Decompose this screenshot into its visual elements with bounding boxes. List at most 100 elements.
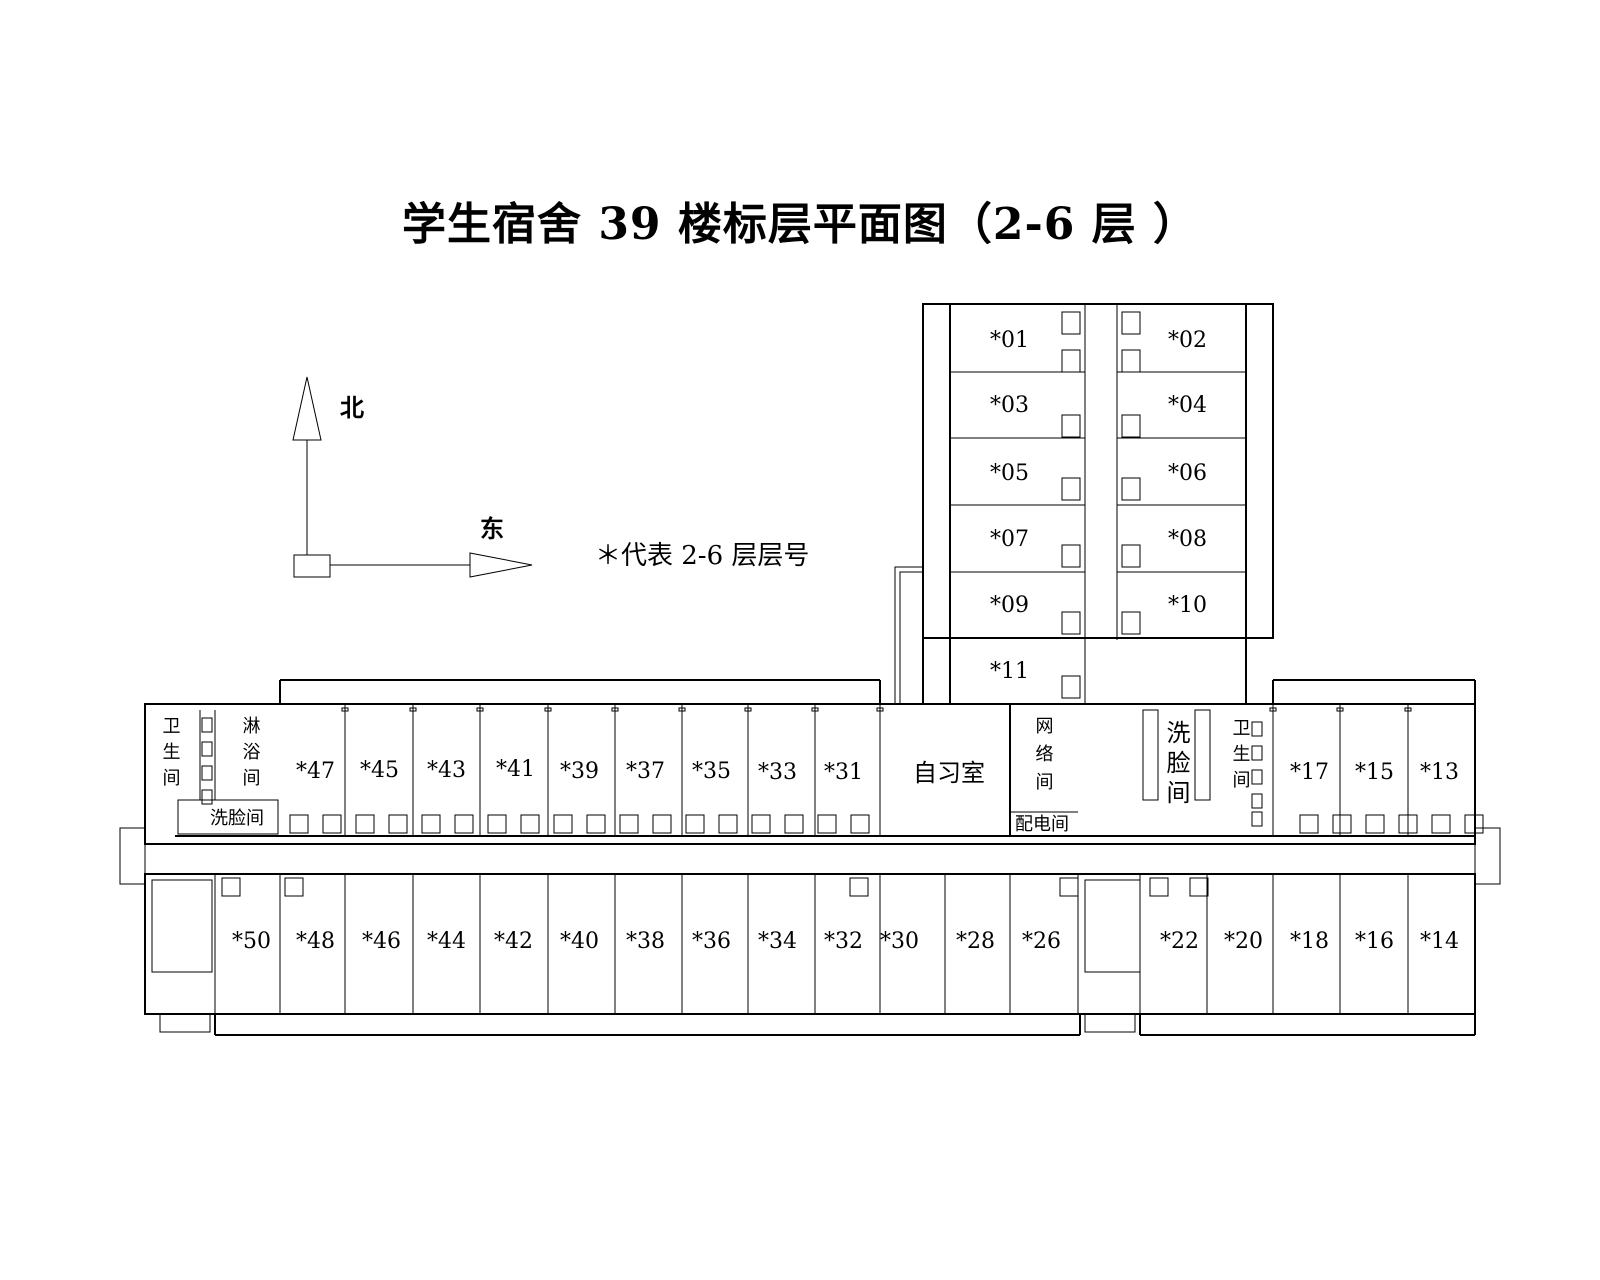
wall-cap — [611, 707, 619, 712]
wardrobe-icon — [1061, 349, 1081, 373]
room-label: *36 — [692, 929, 731, 954]
room-label: *47 — [296, 759, 335, 784]
desk-icon — [221, 877, 241, 897]
room-label: *50 — [232, 929, 271, 954]
room-label: *40 — [560, 929, 599, 954]
room-label: *14 — [1420, 929, 1459, 954]
main-partitions — [214, 704, 1412, 1014]
wall-cap — [1269, 707, 1277, 712]
toilet-icon — [1251, 793, 1263, 809]
room-label: *16 — [1355, 929, 1394, 954]
room-label: *13 — [1420, 760, 1459, 785]
power-room-label: 配电间 — [1015, 814, 1069, 835]
room-label: *34 — [758, 929, 797, 954]
room-label: *03 — [990, 393, 1029, 418]
wing-partitions — [950, 371, 1246, 639]
room-label: *11 — [990, 659, 1029, 684]
room-label: *37 — [626, 759, 665, 784]
desk-icon — [784, 814, 804, 834]
room-label: *17 — [1290, 760, 1329, 785]
room-label: *28 — [956, 929, 995, 954]
toilet-icon — [201, 765, 213, 781]
room-label: *31 — [824, 760, 863, 785]
wall-cap — [544, 707, 552, 712]
wall-cap — [811, 707, 819, 712]
room-label: *44 — [427, 929, 466, 954]
compass-north-label: 北 — [340, 393, 364, 422]
desk-icon — [619, 814, 639, 834]
west-shower-label: 淋浴间 — [240, 716, 261, 794]
compass-east-label: 东 — [480, 514, 504, 543]
wall-cap — [1336, 707, 1344, 712]
desk-icon — [1149, 877, 1169, 897]
desk-icon — [1365, 814, 1385, 834]
wardrobe-icon — [1121, 349, 1141, 373]
east-arrow-icon — [469, 552, 533, 578]
toilet-icon — [201, 741, 213, 757]
room-label: *30 — [880, 929, 919, 954]
desk-icon — [520, 814, 540, 834]
desk-icon — [289, 814, 309, 834]
wing-fixtures — [1061, 311, 1141, 699]
toilet-icon — [1251, 811, 1263, 827]
main-north-room-labels: *47 *45 *43 *41 *39 *37 *35 *33 *31 *17 … — [296, 757, 1459, 785]
wall-cap — [744, 707, 752, 712]
north-wing — [894, 303, 1274, 705]
desk-icon — [718, 814, 738, 834]
desk-icon — [487, 814, 507, 834]
room-label: *35 — [692, 759, 731, 784]
main-bar — [119, 679, 1501, 1036]
room-label: *48 — [296, 929, 335, 954]
room-label: *05 — [990, 461, 1029, 486]
west-toilet-label: 卫生间 — [160, 716, 181, 794]
room-label: *07 — [990, 527, 1029, 552]
east-washroom-label: 洗脸间 — [1162, 720, 1190, 810]
wall-cap — [476, 707, 484, 712]
room-label: *38 — [626, 929, 665, 954]
desk-icon — [1059, 877, 1079, 897]
wardrobe-icon — [1061, 311, 1081, 335]
room-label: *41 — [496, 757, 535, 782]
room-label: *43 — [427, 758, 466, 783]
room-label: *32 — [824, 929, 863, 954]
room-label: *10 — [1168, 593, 1207, 618]
desk-icon — [1398, 814, 1418, 834]
compass: 北 东 — [292, 376, 533, 578]
toilet-icon — [1251, 769, 1263, 785]
desk-icon — [849, 877, 869, 897]
wardrobe-icon — [1061, 477, 1081, 501]
desk-icon — [284, 877, 304, 897]
east-toilet-label: 卫生间 — [1230, 718, 1251, 796]
room-label: *26 — [1022, 929, 1061, 954]
wardrobe-icon — [1121, 611, 1141, 635]
room-label: *06 — [1168, 461, 1207, 486]
room-label: *45 — [360, 758, 399, 783]
main-fixtures — [201, 717, 1484, 897]
desk-icon — [1431, 814, 1451, 834]
room-label: *20 — [1224, 929, 1263, 954]
west-washroom-label: 洗脸间 — [210, 808, 264, 829]
desk-icon — [1299, 814, 1319, 834]
north-wing-room-labels: *01 *02 *03 *04 *05 *06 *07 *08 *09 *10 … — [990, 328, 1207, 684]
legend-note: ＊代表 2-6 层层号 — [595, 541, 809, 571]
desk-icon — [355, 814, 375, 834]
desk-icon — [652, 814, 672, 834]
wardrobe-icon — [1061, 544, 1081, 568]
room-label: *22 — [1160, 929, 1199, 954]
wall-cap — [409, 707, 417, 712]
desk-icon — [685, 814, 705, 834]
toilet-icon — [1251, 721, 1263, 737]
room-label: *04 — [1168, 393, 1207, 418]
wall-cap — [678, 707, 686, 712]
wall-cap — [1404, 707, 1412, 712]
room-label: *01 — [990, 328, 1029, 353]
page-title: 学生宿舍 39 楼标层平面图（2-6 层 ） — [402, 199, 1198, 250]
desk-icon — [1189, 877, 1209, 897]
wardrobe-icon — [1061, 611, 1081, 635]
desk-icon — [421, 814, 441, 834]
room-label: *46 — [362, 929, 401, 954]
desk-icon — [751, 814, 771, 834]
wardrobe-icon — [1061, 675, 1081, 699]
desk-icon — [1332, 814, 1352, 834]
